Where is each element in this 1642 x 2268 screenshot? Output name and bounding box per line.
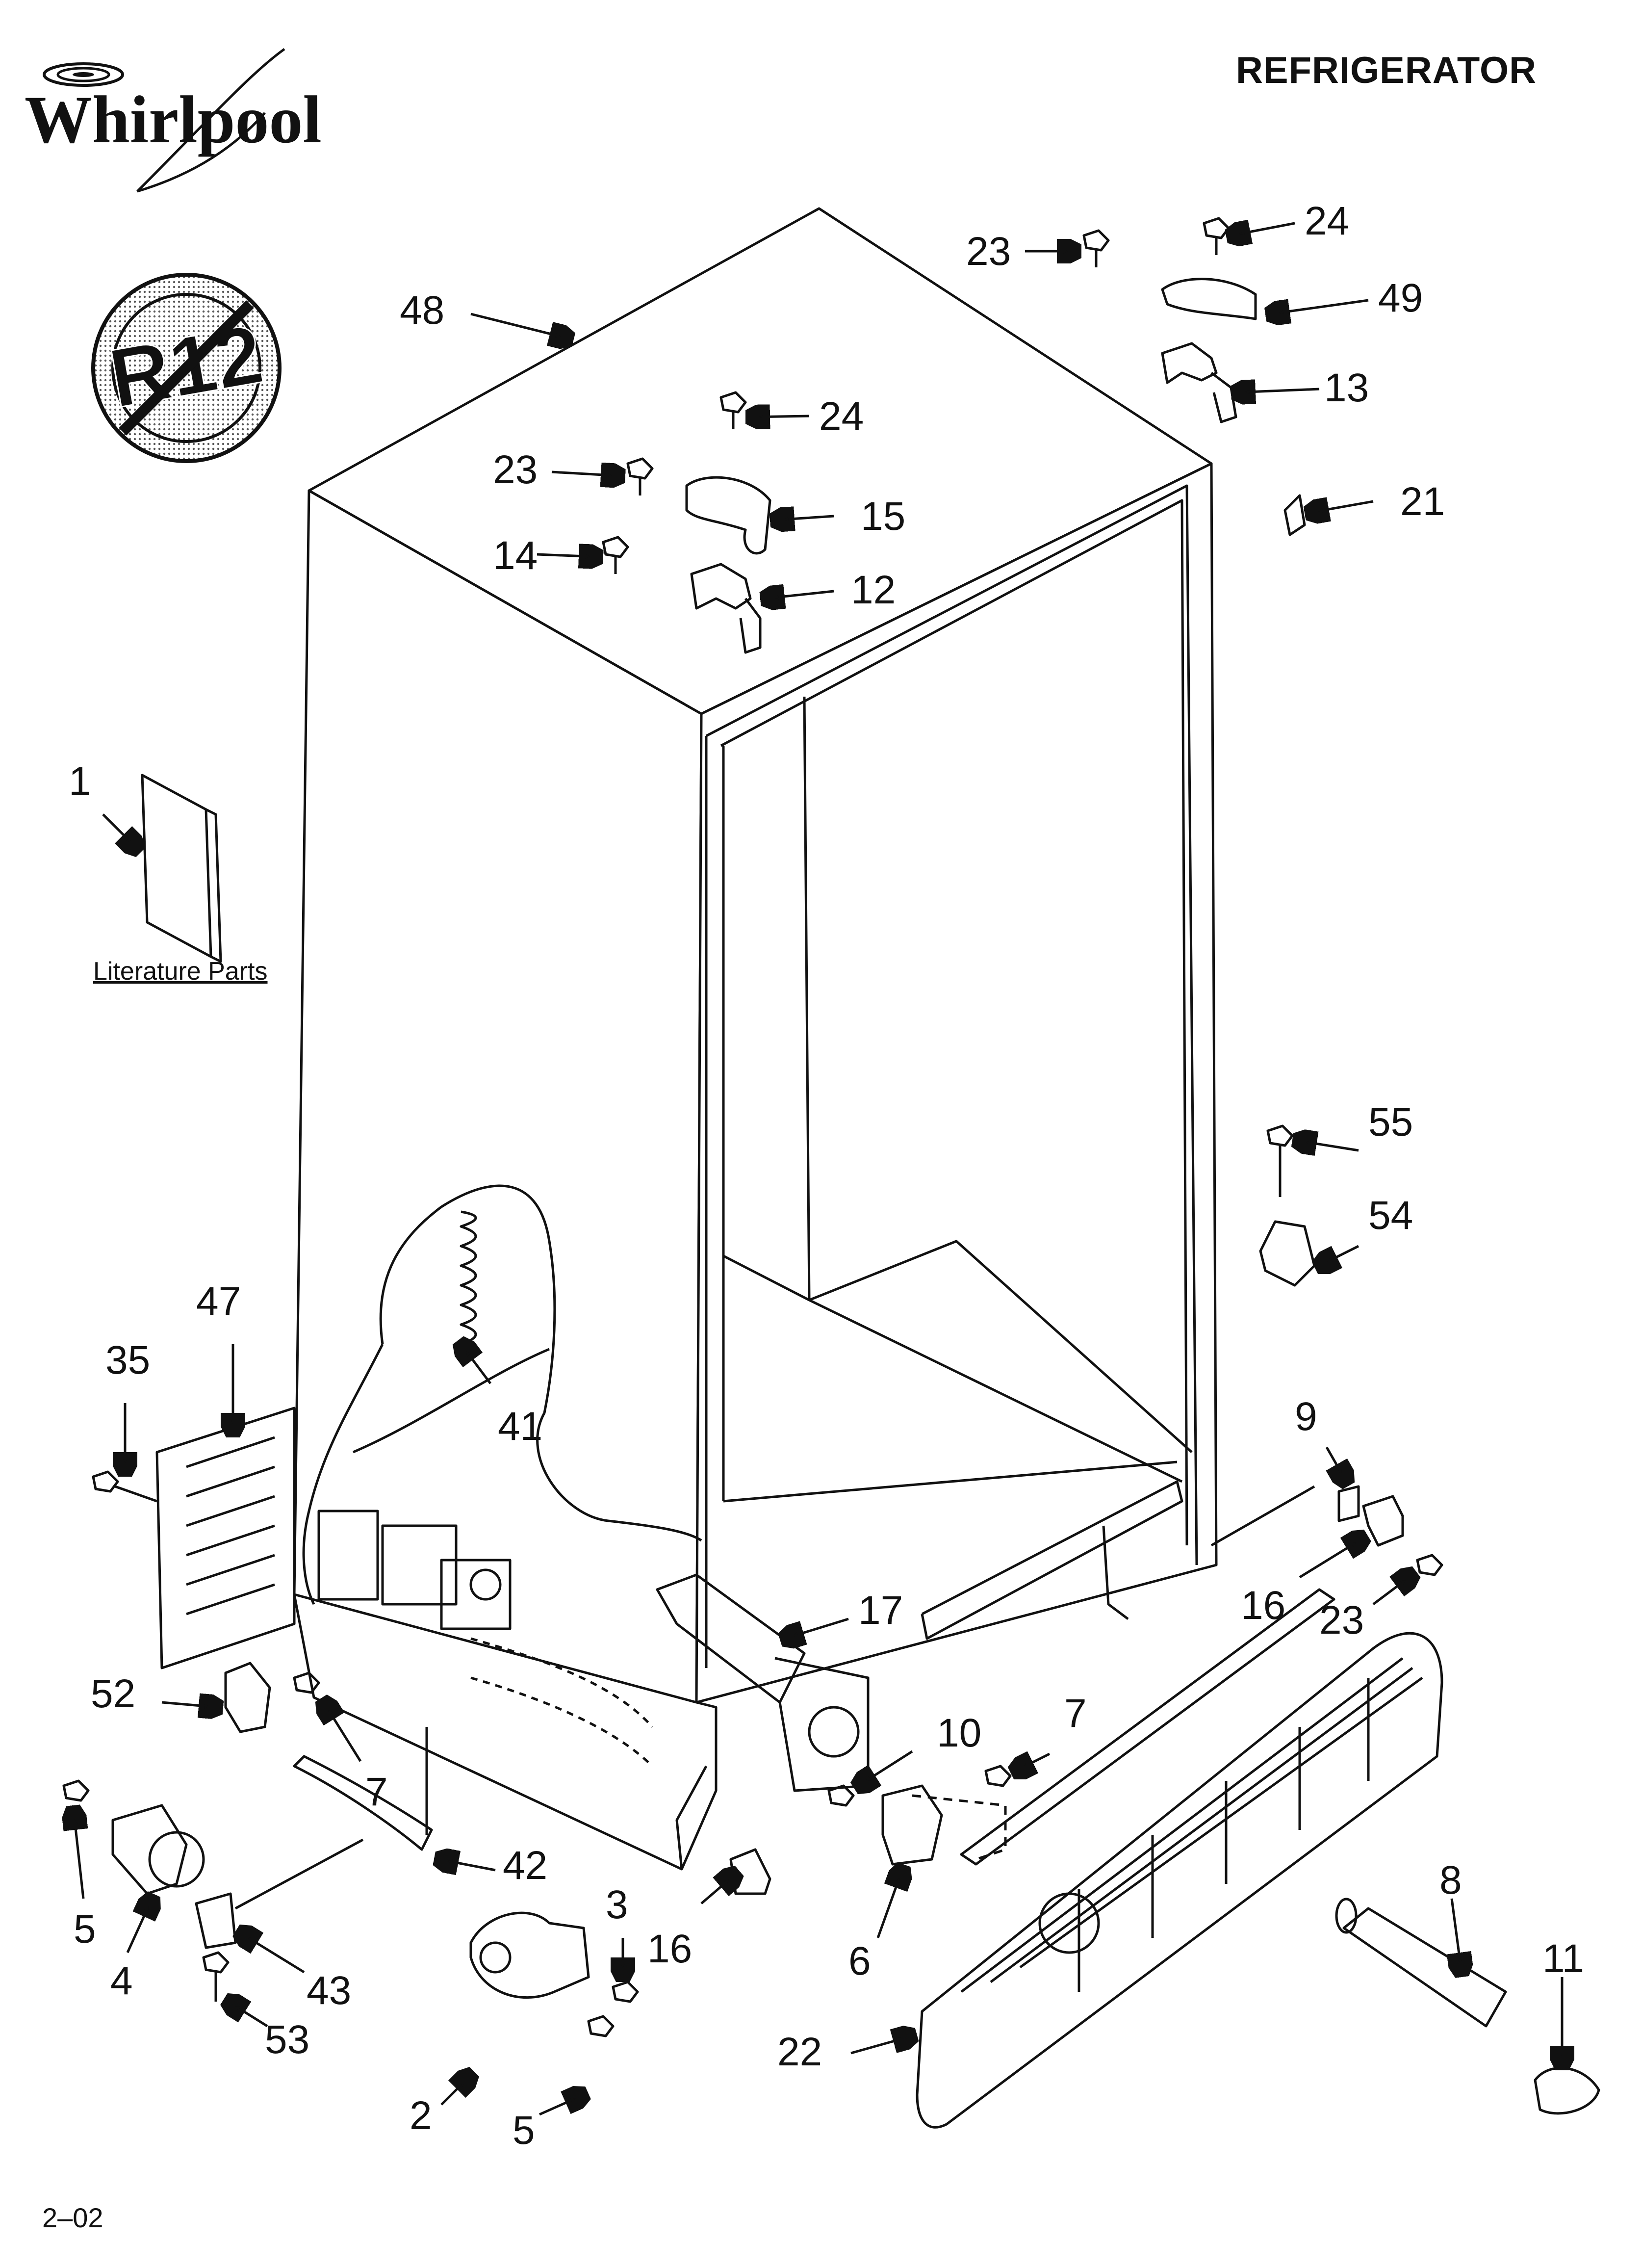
callout-10: 10 — [937, 1711, 981, 1755]
callout-43: 43 — [307, 1968, 351, 2013]
callout-52: 52 — [91, 1671, 135, 1716]
switch-6 — [881, 1784, 943, 1866]
callout-55: 55 — [1368, 1100, 1413, 1145]
callout-5: 5 — [74, 1907, 96, 1952]
drain-coil-41 — [460, 1210, 477, 1346]
callout-9: 9 — [1295, 1394, 1317, 1439]
screw-53 — [202, 1951, 230, 2002]
screw-23-right — [1416, 1554, 1443, 1576]
cabinet-48 — [293, 207, 1218, 1871]
page-title: REFRIGERATOR — [1236, 50, 1537, 91]
screw-7-left — [293, 1671, 320, 1694]
callout-14: 14 — [493, 533, 538, 578]
literature-parts-label: Literature Parts — [93, 957, 268, 986]
screw-5-bottom — [587, 2015, 615, 2037]
callout-42: 42 — [503, 1843, 547, 1888]
screw-23-mid — [626, 457, 654, 495]
callout-22: 22 — [777, 2030, 822, 2074]
valve-assembly — [317, 1510, 653, 1767]
callout-48: 48 — [400, 288, 444, 333]
bracket-9 — [1337, 1485, 1360, 1522]
screw-35 — [92, 1470, 157, 1503]
callout-54: 54 — [1368, 1193, 1413, 1238]
callout-49: 49 — [1378, 276, 1423, 320]
callout-17: 17 — [858, 1588, 903, 1633]
callout-6: 6 — [848, 1939, 871, 1983]
hinge-13 — [1161, 342, 1237, 423]
tube-42 — [293, 1727, 433, 1851]
callout-11: 11 — [1542, 1936, 1584, 1981]
callout-13: 13 — [1324, 365, 1369, 410]
screw-10 — [827, 1784, 855, 1807]
callout-21: 21 — [1400, 479, 1445, 524]
callout-16: 16 — [1241, 1583, 1285, 1628]
no-r12-icon: R12 — [91, 273, 282, 463]
base-grille-22 — [916, 1588, 1443, 2129]
callout-35: 35 — [105, 1338, 150, 1382]
hinge-cover-15 — [685, 476, 771, 555]
callout-24: 24 — [819, 394, 864, 439]
callout-24: 24 — [1305, 199, 1349, 243]
clip-43 — [195, 1892, 237, 1949]
literature-parts-book — [141, 774, 222, 963]
callout-23: 23 — [493, 447, 538, 492]
hinge-12 — [690, 563, 762, 654]
callout-53: 53 — [265, 2017, 309, 2062]
callout-2: 2 — [410, 2093, 432, 2138]
clip-52 — [224, 1662, 271, 1733]
callout-4: 4 — [110, 1958, 133, 2003]
callout-1: 1 — [69, 759, 91, 804]
bracket-16-right — [1362, 1495, 1404, 1547]
screw-24-top — [1203, 217, 1230, 255]
water-filter-8 — [1335, 1898, 1507, 2028]
screw-7-right — [984, 1765, 1012, 1787]
bracket-54 — [1259, 1220, 1316, 1287]
callout-8: 8 — [1439, 1858, 1462, 1903]
callout-23: 23 — [1319, 1598, 1364, 1642]
svg-text:Whirlpool: Whirlpool — [25, 82, 322, 157]
bracket-4 — [111, 1804, 205, 1895]
callout-16: 16 — [647, 1927, 692, 1971]
callout-15: 15 — [861, 494, 905, 539]
screw-3 — [612, 1981, 639, 2003]
bracket-2 — [469, 1911, 590, 1999]
grille-47 — [155, 1407, 296, 1669]
callout-47: 47 — [196, 1279, 241, 1324]
part-21 — [1283, 494, 1306, 536]
callout-3: 3 — [606, 1882, 628, 1927]
screw-5-left — [62, 1779, 90, 1802]
screw-55 — [1266, 1124, 1294, 1197]
callout-7: 7 — [365, 1770, 388, 1814]
bracket-16-bottom — [729, 1848, 771, 1895]
callout-41: 41 — [498, 1404, 542, 1449]
screw-24-mid — [719, 391, 747, 429]
screw-14 — [602, 536, 629, 574]
callout-7: 7 — [1064, 1691, 1087, 1736]
page-footer-code: 2–02 — [42, 2202, 103, 2233]
whirlpool-logo: Whirlpool — [25, 48, 322, 193]
filter-cap-11 — [1534, 2066, 1600, 2115]
callout-23: 23 — [966, 229, 1011, 274]
callout-12: 12 — [851, 568, 896, 612]
callout-labels: 48 23 24 49 13 21 24 23 15 14 12 1 55 54… — [69, 199, 1584, 2153]
hinge-cover-49 — [1161, 278, 1257, 320]
callout-5: 5 — [513, 2108, 535, 2153]
screw-23-top — [1082, 229, 1110, 267]
